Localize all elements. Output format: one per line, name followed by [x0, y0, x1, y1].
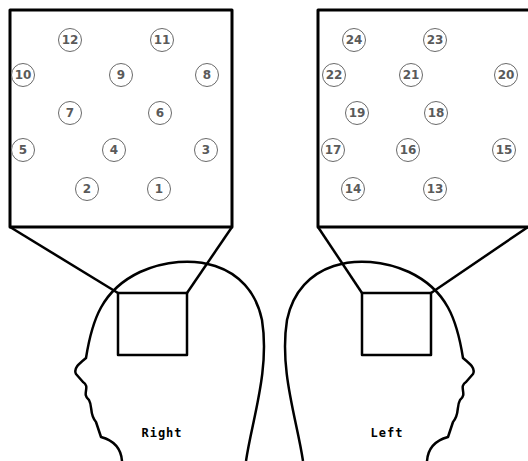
- callout-number: 17: [321, 138, 345, 162]
- projection-line: [187, 227, 232, 293]
- head-label: Right: [141, 426, 182, 440]
- scalp-area: [362, 293, 431, 355]
- scalp-area: [118, 293, 187, 355]
- callout-number: 6: [148, 101, 172, 125]
- callout-number: 24: [342, 28, 366, 52]
- callout-number: 8: [195, 63, 219, 87]
- callout-number: 4: [102, 138, 126, 162]
- callout-number: 12: [58, 28, 82, 52]
- callout-number: 2: [75, 177, 99, 201]
- callout-number: 18: [424, 101, 448, 125]
- scalp-panel: [10, 10, 232, 227]
- callout-number: 19: [345, 101, 369, 125]
- callout-number: 20: [494, 63, 518, 87]
- callout-number: 16: [396, 138, 420, 162]
- callout-number: 9: [109, 63, 133, 87]
- callout-number: 22: [322, 63, 346, 87]
- callout-number: 10: [11, 63, 35, 87]
- callout-number: 11: [150, 28, 174, 52]
- callout-number: 3: [194, 138, 218, 162]
- callout-number: 5: [11, 138, 35, 162]
- callout-number: 1: [147, 177, 171, 201]
- callout-number: 14: [341, 177, 365, 201]
- callout-number: 7: [58, 101, 82, 125]
- head-outline: [285, 262, 474, 461]
- callout-number: 13: [423, 177, 447, 201]
- callout-number: 23: [423, 28, 447, 52]
- scalp-panel: [318, 10, 528, 227]
- projection-line: [318, 227, 362, 293]
- head-label: Left: [371, 426, 404, 440]
- projection-line: [431, 227, 528, 293]
- head-outline: [75, 262, 264, 461]
- callout-number: 21: [399, 63, 423, 87]
- callout-number: 15: [492, 138, 516, 162]
- projection-line: [10, 227, 118, 293]
